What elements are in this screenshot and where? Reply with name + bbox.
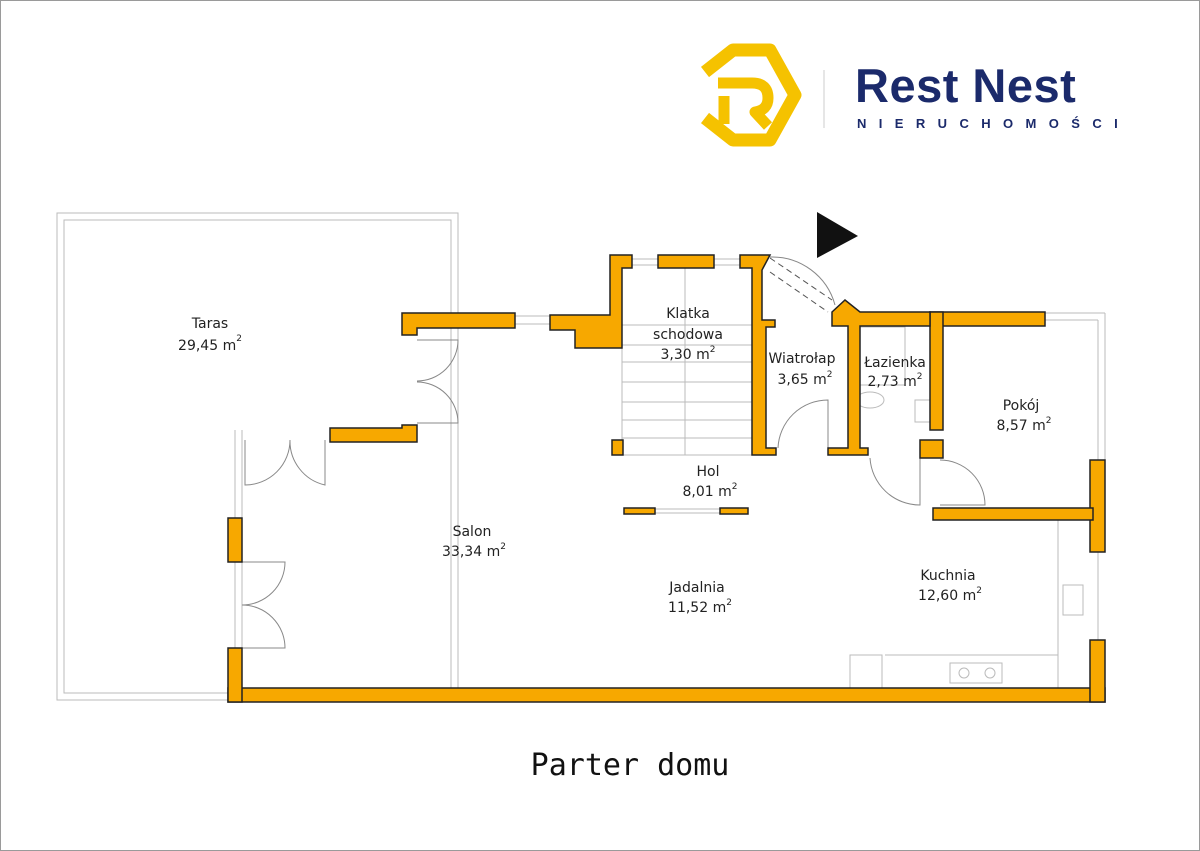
svg-text:Wiatrołap: Wiatrołap bbox=[769, 351, 836, 367]
room-label-hol: Hol 8,01 m2 bbox=[683, 464, 738, 500]
room-label-klatka: Klatka schodowa 3,30 m2 bbox=[653, 306, 723, 363]
svg-text:Kuchnia: Kuchnia bbox=[920, 568, 975, 584]
svg-text:Łazienka: Łazienka bbox=[863, 355, 926, 371]
svg-text:Taras: Taras bbox=[191, 316, 228, 332]
room-label-pokoj: Pokój 8,57 m2 bbox=[997, 398, 1052, 434]
svg-text:33,34 m2: 33,34 m2 bbox=[442, 542, 506, 560]
room-label-salon: Salon 33,34 m2 bbox=[442, 524, 506, 560]
svg-text:Klatka: Klatka bbox=[666, 306, 710, 322]
logo-icon bbox=[700, 43, 825, 147]
room-label-jadalnia: Jadalnia 11,52 m2 bbox=[668, 580, 732, 616]
walls bbox=[227, 254, 1106, 703]
doors bbox=[241, 256, 986, 649]
room-label-taras: Taras 29,45 m2 bbox=[178, 316, 242, 354]
svg-text:12,60 m2: 12,60 m2 bbox=[918, 586, 982, 604]
svg-text:3,65 m2: 3,65 m2 bbox=[778, 370, 833, 388]
svg-text:2,73 m2: 2,73 m2 bbox=[868, 372, 923, 390]
room-label-wiatrolap: Wiatrołap 3,65 m2 bbox=[769, 351, 836, 388]
svg-text:Pokój: Pokój bbox=[1003, 398, 1040, 414]
svg-text:29,45 m2: 29,45 m2 bbox=[178, 334, 242, 354]
terrace-outline bbox=[56, 212, 1106, 701]
svg-text:Salon: Salon bbox=[453, 524, 492, 540]
svg-text:schodowa: schodowa bbox=[653, 327, 723, 343]
svg-text:Jadalnia: Jadalnia bbox=[668, 580, 724, 596]
entrance-arrow-icon bbox=[817, 212, 858, 258]
room-label-kuchnia: Kuchnia 12,60 m2 bbox=[918, 568, 982, 604]
room-label-lazienka: Łazienka 2,73 m2 bbox=[863, 355, 926, 390]
plan-caption: Parter domu bbox=[530, 748, 730, 783]
svg-text:11,52 m2: 11,52 m2 bbox=[668, 598, 732, 616]
brand-tagline: NIERUCHOMOŚCI bbox=[857, 116, 1131, 131]
svg-text:8,57 m2: 8,57 m2 bbox=[997, 416, 1052, 434]
svg-text:Hol: Hol bbox=[697, 464, 720, 480]
svg-text:3,30 m2: 3,30 m2 bbox=[661, 345, 716, 363]
brand-name: Rest Nest bbox=[855, 59, 1077, 112]
svg-text:8,01 m2: 8,01 m2 bbox=[683, 482, 738, 500]
